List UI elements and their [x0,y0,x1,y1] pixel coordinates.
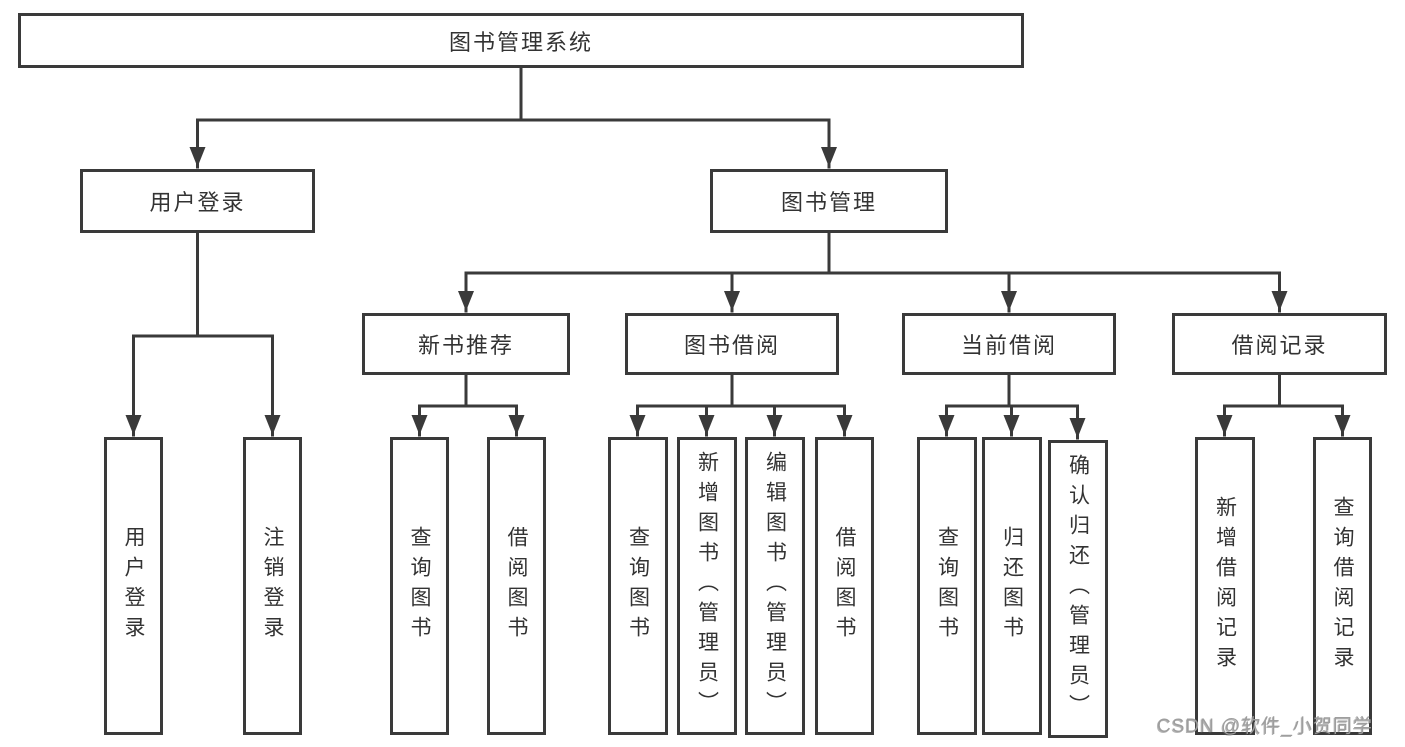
node-book-management: 图书管理 [710,169,948,233]
node-new-book-recommend: 新书推荐 [362,313,570,375]
node-root: 图书管理系统 [18,13,1024,68]
leaf-user-login: 用户登录 [104,437,163,735]
leaf-borrow-books-borrowing: 借阅图书 [815,437,874,735]
node-current-borrowing: 当前借阅 [902,313,1116,375]
leaf-return-books: 归还图书 [982,437,1042,735]
leaf-logout: 注销登录 [243,437,302,735]
connector-group [125,66,1351,440]
leaf-query-books-borrowing: 查询图书 [608,437,668,735]
node-book-borrowing: 图书借阅 [625,313,839,375]
leaf-borrow-books-recommend: 借阅图书 [487,437,546,735]
leaf-edit-books-admin: 编辑图书（管理员） [745,437,805,735]
leaf-query-books-current: 查询图书 [917,437,977,735]
leaf-add-borrow-record: 新增借阅记录 [1195,437,1255,735]
node-borrow-records: 借阅记录 [1172,313,1387,375]
leaf-confirm-return-admin: 确认归还（管理员） [1048,440,1108,738]
leaf-add-books-admin: 新增图书（管理员） [677,437,737,735]
node-user-login: 用户登录 [80,169,315,233]
leaf-query-books-recommend: 查询图书 [390,437,449,735]
leaf-query-borrow-record: 查询借阅记录 [1313,437,1372,735]
